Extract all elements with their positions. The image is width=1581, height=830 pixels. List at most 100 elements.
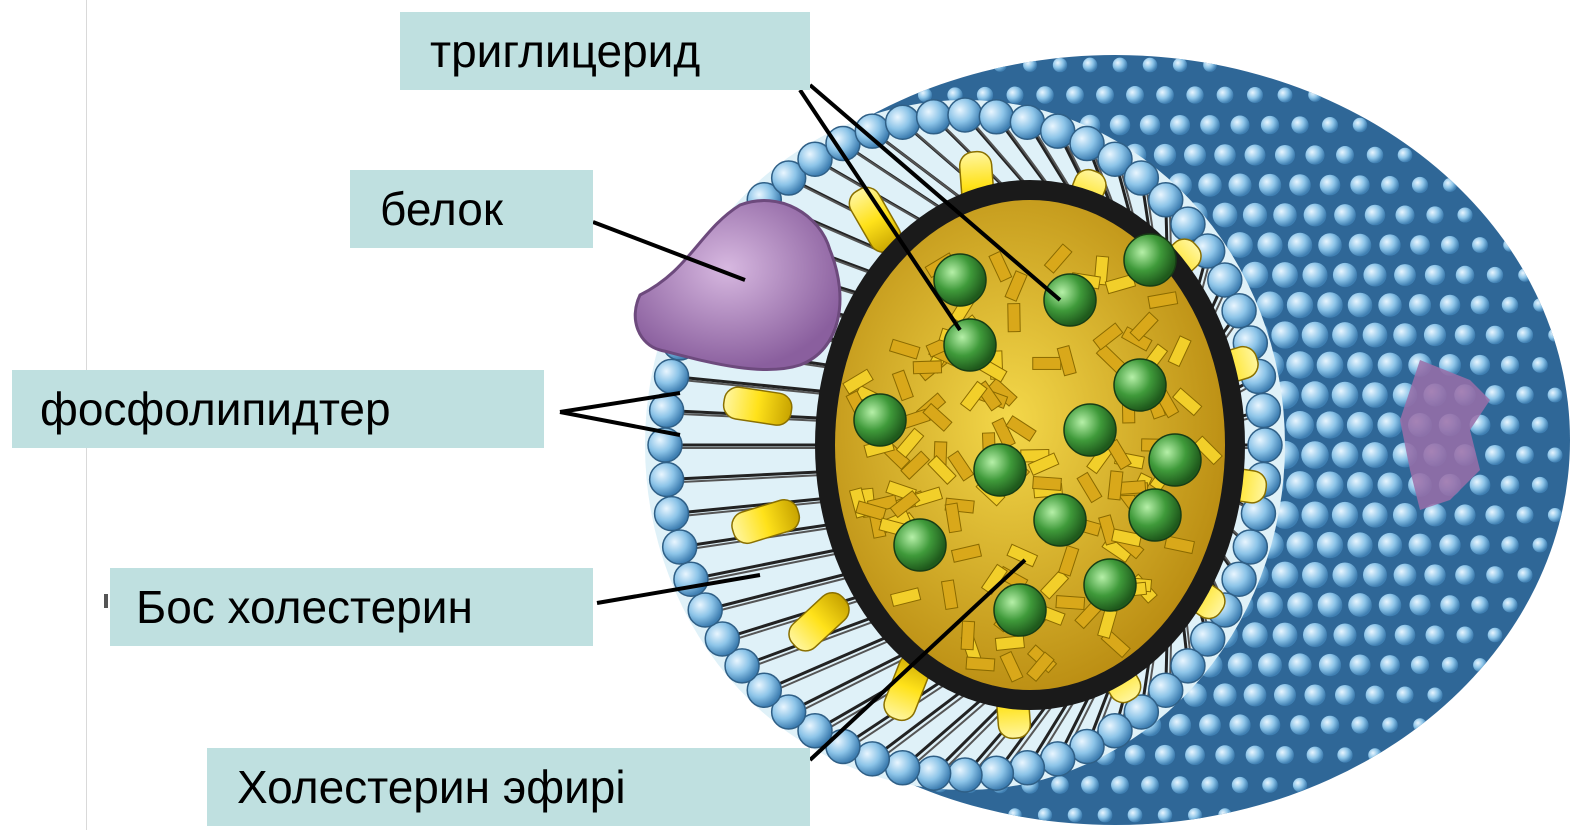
shell-ball [1186,86,1203,103]
shell-ball [1533,538,1548,553]
shell-ball [1081,776,1099,794]
shell-ball [1053,58,1067,72]
shell-ball [1278,88,1293,103]
shell-ball [1349,234,1372,257]
label-free-cholesterol: Бос холестерин [110,568,593,646]
shell-ball [1455,325,1476,346]
shell-ball [1302,562,1328,588]
shell-ball [1141,776,1159,794]
phospholipid-head [688,593,722,627]
triglyceride-ball [934,254,986,306]
shell-ball [1347,472,1373,498]
shell-ball [1394,564,1417,587]
shell-ball [1321,716,1340,735]
shell-ball [1213,203,1238,228]
shell-ball [1170,115,1190,135]
shell-ball [1083,58,1098,73]
shell-ball [1287,292,1313,318]
shell-ball [1335,685,1355,705]
shell-ball [1410,235,1430,255]
triglyceride-ball [974,444,1026,496]
label-cholesterol-ester-text: Холестерин эфирі [237,764,626,810]
shell-ball [1366,686,1385,705]
phospholipid-head [1010,751,1044,785]
shell-ball [1229,714,1250,735]
shell-ball [1486,326,1505,345]
cholesterol-ester-bit [1008,304,1020,332]
shell-ball [1413,718,1427,732]
cholesterol-ester-bit [1108,471,1123,500]
shell-ball [1243,203,1267,227]
shell-ball [1257,232,1282,257]
shell-ball [1272,562,1299,589]
triglyceride-ball [1044,274,1096,326]
shell-ball [1242,622,1267,647]
shell-ball [1502,597,1517,612]
shell-ball [1320,175,1341,196]
shell-ball [1395,205,1414,224]
shell-ball [1362,382,1388,408]
label-protein: белок [350,170,593,248]
shell-ball [1426,626,1445,645]
shell-ball [1532,477,1548,493]
shell-ball [1351,716,1368,733]
shell-ball [1396,686,1413,703]
shell-ball [1286,471,1314,499]
shell-ball [1317,532,1343,558]
shell-ball [1203,58,1217,72]
shell-ball [1308,88,1322,102]
shell-ball [1318,233,1342,257]
shell-ball [1382,717,1398,733]
shell-ball [1347,412,1373,438]
cholesterol-ester-bit [961,621,974,650]
shell-ball [1393,323,1417,347]
phospholipid-head [979,756,1013,790]
shell-ball [1274,684,1296,706]
shell-ball [1155,745,1175,765]
phospholipid-head [1222,562,1256,596]
cholesterol-ester-bit [995,636,1024,651]
phospholipid-head [1041,742,1075,776]
phospholipid-head [948,98,982,132]
shell-ball [1336,146,1354,164]
shell-ball [1247,87,1263,103]
triglyceride-ball [1084,559,1136,611]
shell-ball [1441,236,1459,254]
shell-ball [1291,116,1308,133]
stray-bullet-mark [104,594,108,608]
shell-ball [1517,567,1532,582]
shell-ball [1201,776,1218,793]
shell-ball [1473,658,1487,672]
triglyceride-ball [1114,359,1166,411]
shell-ball [1516,386,1533,403]
triglyceride-ball [1149,434,1201,486]
shell-ball [1322,117,1338,133]
shell-ball [1200,115,1220,135]
triglyceride-ball [1129,489,1181,541]
shell-ball [1502,297,1518,313]
shell-ball [1169,714,1191,736]
shell-ball [1368,748,1382,762]
shell-ball [1286,351,1313,378]
shell-ball [1363,563,1387,587]
shell-ball [1290,715,1310,735]
shell-ball [1398,148,1413,163]
shell-ball [1126,86,1144,104]
shell-ball [1367,147,1383,163]
cutaway-section [645,98,1285,792]
triglyceride-ball [1124,234,1176,286]
shell-ball [1455,565,1475,585]
shell-ball [1378,293,1401,316]
shell-ball [1273,203,1297,227]
triglyceride-ball [944,319,996,371]
cholesterol-ester-bit [913,361,941,374]
shell-ball [1381,176,1399,194]
shell-ball [1273,623,1298,648]
shell-ball [1409,294,1431,316]
shell-ball [1244,684,1267,707]
shell-ball [1439,534,1460,555]
shell-ball [1517,327,1533,343]
shell-ball [1276,746,1294,764]
shell-ball [1379,234,1400,255]
